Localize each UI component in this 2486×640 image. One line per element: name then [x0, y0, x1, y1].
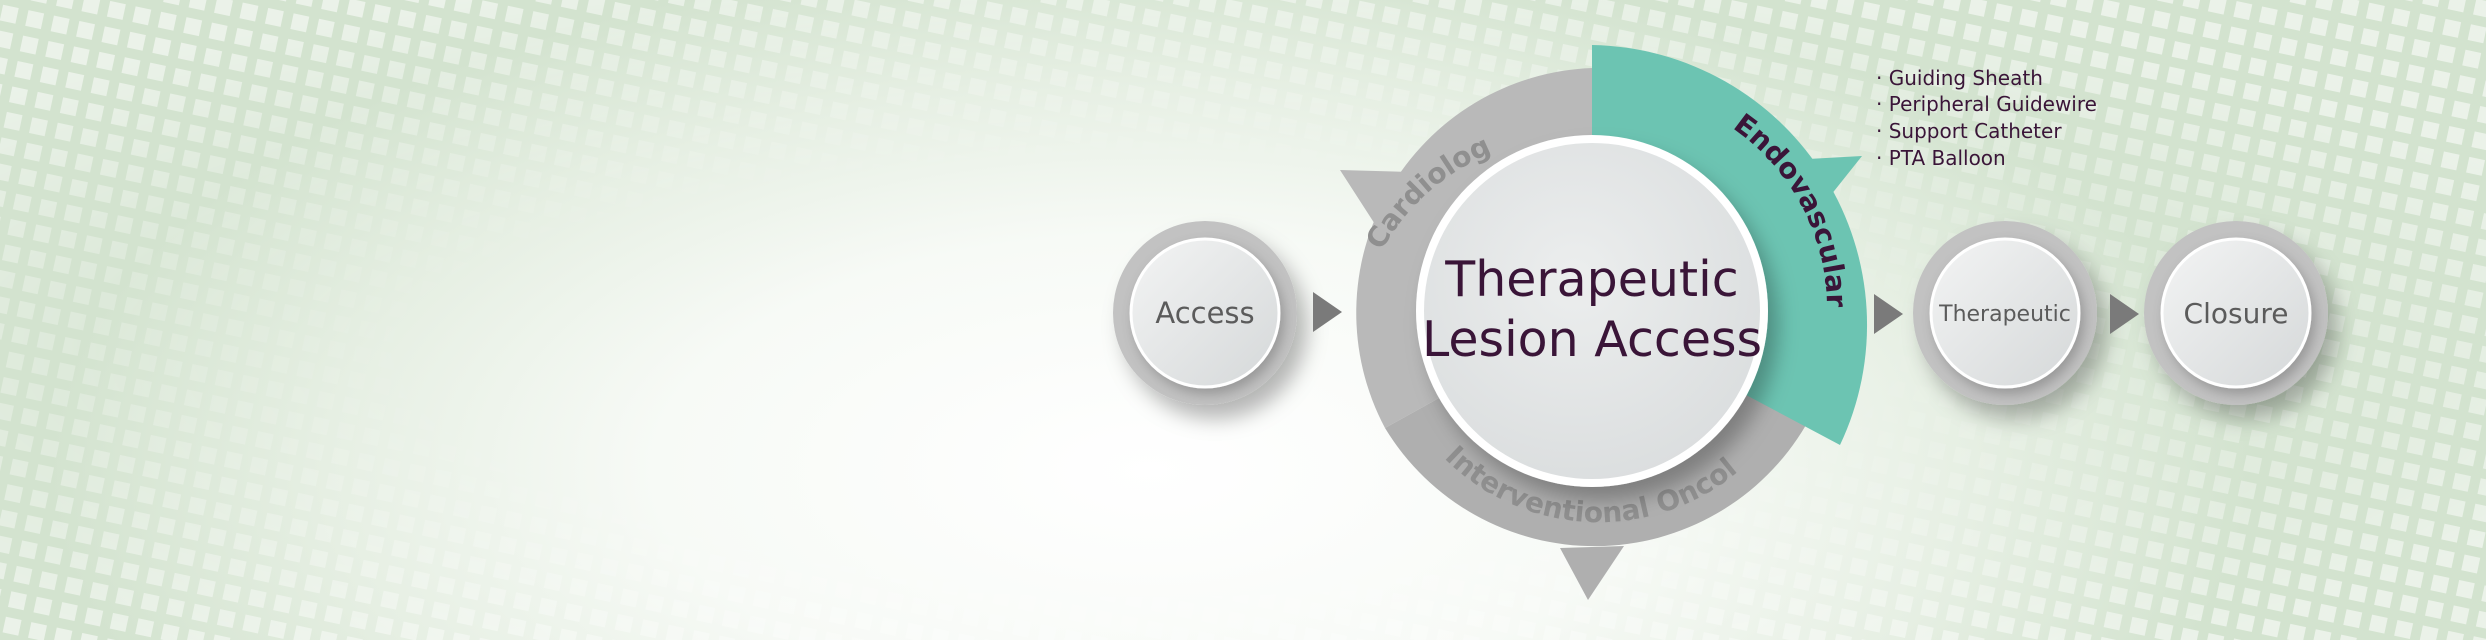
hub-title-line1: Therapeutic	[1444, 251, 1738, 308]
arrow-right-icon	[1313, 292, 1342, 332]
product-item: · Guiding Sheath	[1876, 66, 2043, 90]
hub-center[interactable]: Therapeutic Lesion Access	[1416, 135, 1768, 487]
oncology-arrow-tip	[1560, 546, 1624, 600]
closure-label: Closure	[2184, 297, 2289, 330]
product-item: · PTA Balloon	[1876, 146, 2006, 170]
cardiology-label: Cardiology	[0, 0, 1495, 255]
hub-title-line2: Lesion Access	[1422, 311, 1762, 368]
therapeutic-node[interactable]: Therapeutic	[1913, 221, 2097, 405]
therapeutic-label: Therapeutic	[1938, 302, 2071, 327]
cardiology-arrow-tip	[1340, 170, 1412, 232]
access-node[interactable]: Access	[1113, 221, 1297, 405]
arrow-right-icon	[1874, 294, 1903, 334]
product-item: · Peripheral Guidewire	[1876, 92, 2097, 116]
closure-node[interactable]: Closure	[2144, 221, 2328, 405]
access-label: Access	[1155, 296, 1254, 330]
product-item: · Support Catheter	[1876, 119, 2062, 143]
endovascular-products-list: · Guiding Sheath · Peripheral Guidewire …	[1876, 66, 2097, 170]
endovascular-arrow-tip	[1790, 156, 1862, 215]
arrow-right-icon	[2110, 294, 2139, 334]
